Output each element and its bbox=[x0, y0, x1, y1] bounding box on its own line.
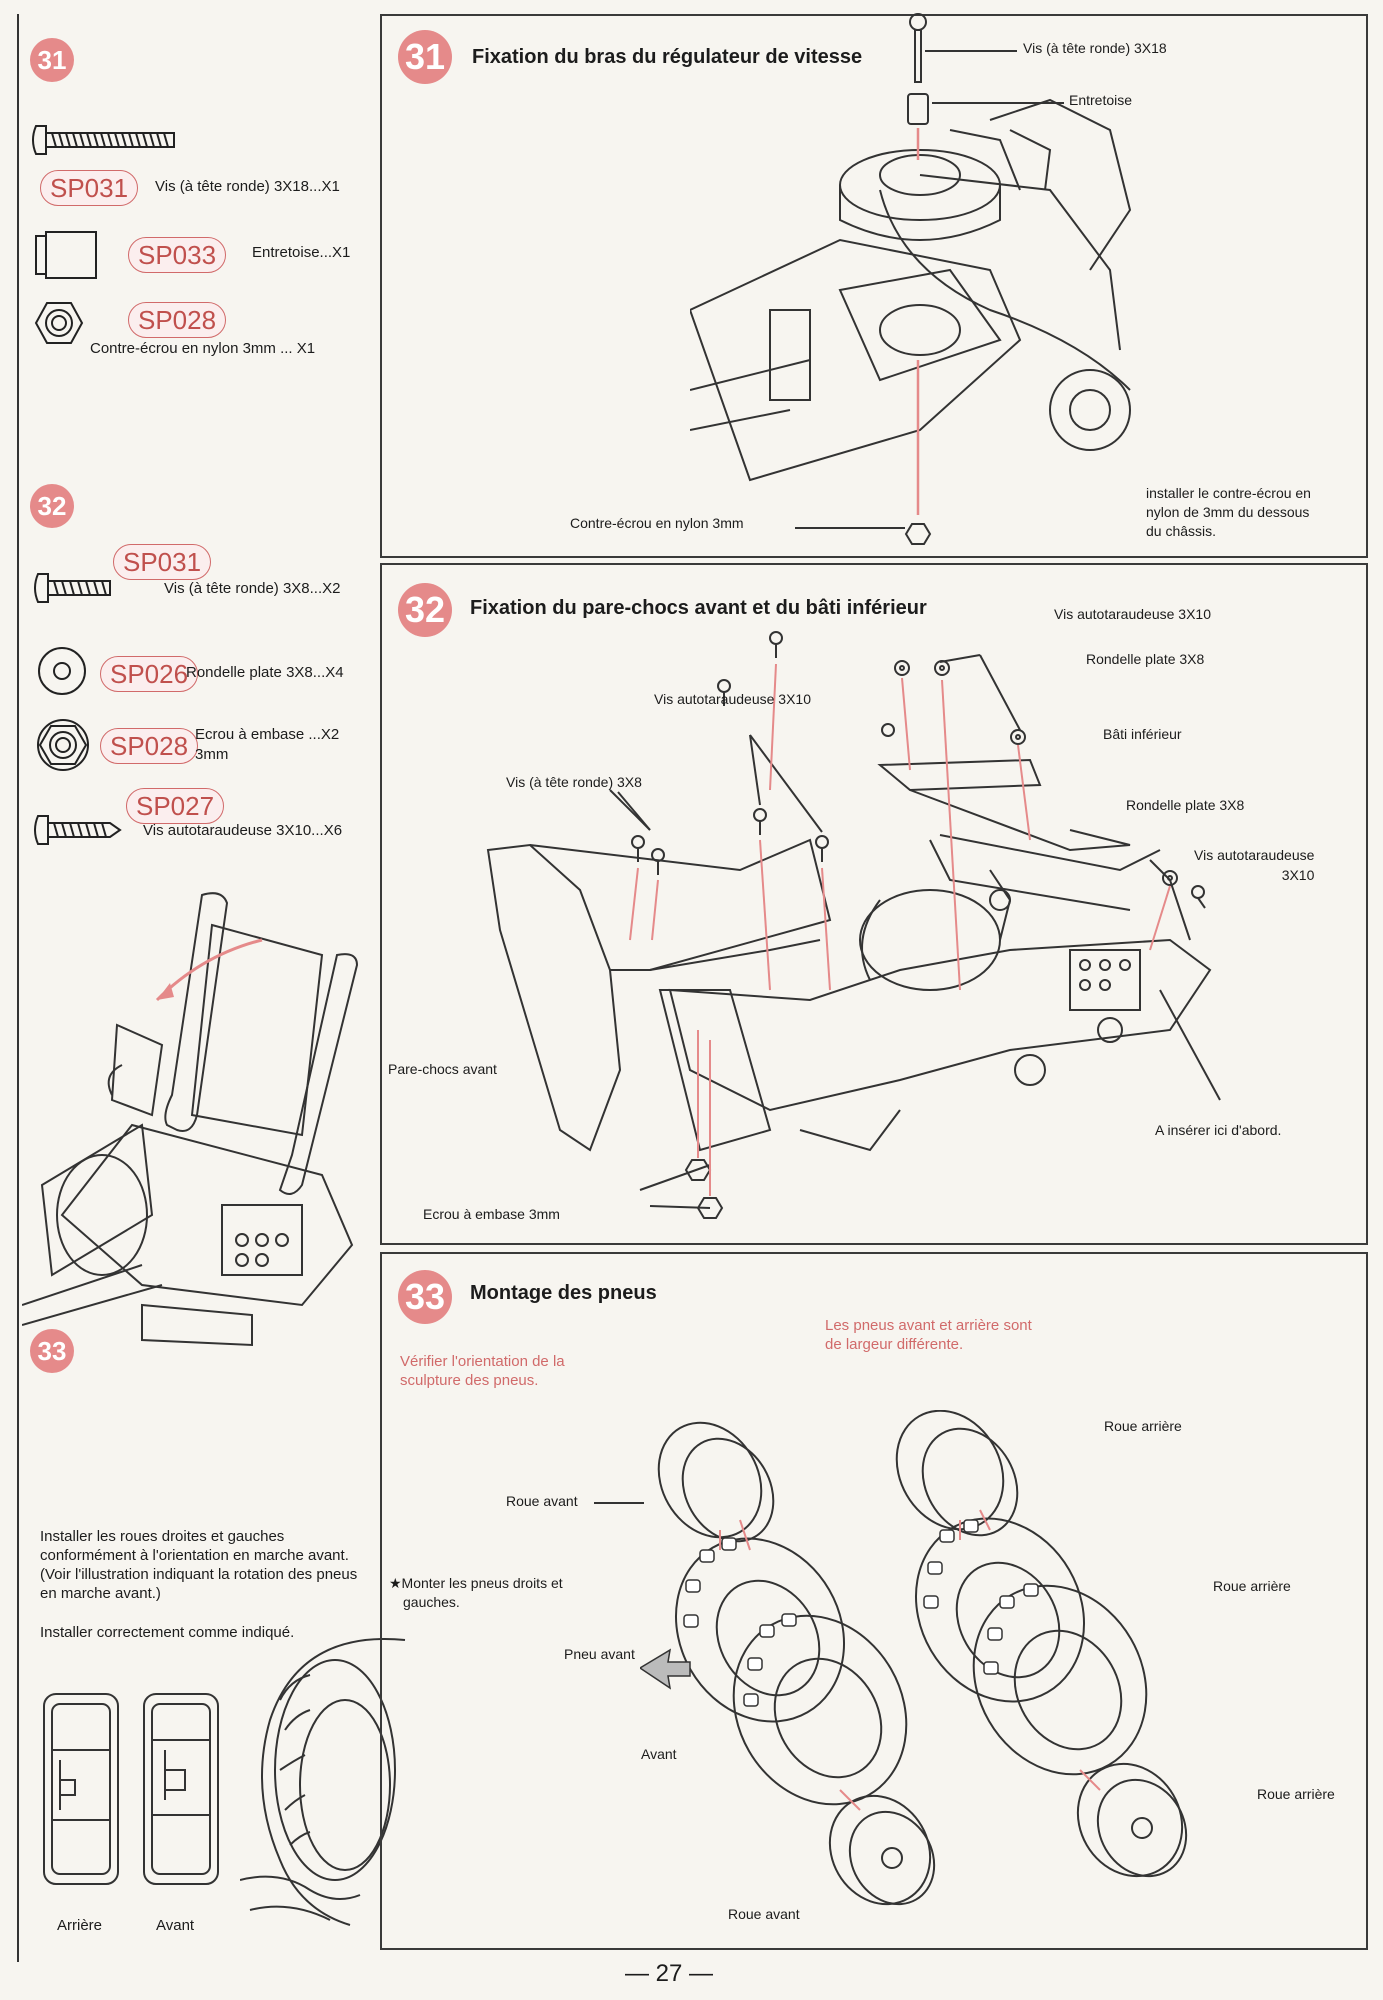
tire-assembly-illustration bbox=[640, 1410, 1188, 1906]
tapping-screw-icon bbox=[34, 815, 122, 845]
round-screw-long-icon bbox=[32, 125, 175, 155]
instruction-text: Installer correctement comme indiqué. bbox=[40, 1624, 295, 1641]
flange-nut-icon bbox=[37, 719, 89, 771]
part-code-sp028: SP028 bbox=[128, 302, 227, 338]
hand-mounting-tire-illustration bbox=[240, 1638, 406, 1926]
callout-bumper: Pare-chocs avant bbox=[388, 1061, 497, 1077]
sidebar-divider bbox=[17, 14, 19, 1962]
part-desc-unit: 3mm bbox=[195, 746, 229, 763]
leader-line bbox=[594, 1502, 644, 1504]
round-screw-short-icon bbox=[34, 573, 111, 603]
callout-flange-nut: Ecrou à embase 3mm bbox=[423, 1206, 560, 1222]
callout-front-wheel: Roue avant bbox=[506, 1493, 578, 1509]
note-tread-orientation: Vérifier l'orientation de la sculpture d… bbox=[400, 1352, 565, 1390]
instruction-text: Installer les roues droites et gauches c… bbox=[40, 1528, 358, 1602]
callout-rear-wheel: Roue arrière bbox=[1104, 1418, 1182, 1434]
step-title: Montage des pneus bbox=[470, 1282, 657, 1304]
callout-lower-frame: Bâti inférieur bbox=[1103, 726, 1182, 742]
part-code-sp031: SP031 bbox=[40, 170, 139, 206]
part-code-sp033: SP033 bbox=[128, 237, 227, 273]
part-desc: Vis (à tête ronde) 3X18...X1 bbox=[155, 178, 340, 195]
callout-washer: Rondelle plate 3X8 bbox=[1086, 651, 1205, 667]
step-title: Fixation du bras du régulateur de vitess… bbox=[472, 46, 863, 68]
callout-line: 3X10 bbox=[1281, 867, 1315, 883]
leader-line bbox=[795, 527, 905, 529]
step-badge-32: 32 bbox=[30, 484, 74, 528]
callout-tap-screw-right: Vis autotaraudeuse 3X10 bbox=[1194, 845, 1314, 885]
callout-rear-wheel: Roue arrière bbox=[1213, 1578, 1291, 1594]
callout-front-wheel: Roue avant bbox=[728, 1906, 800, 1922]
leader-line bbox=[932, 102, 1064, 104]
speed-controller-arm-illustration bbox=[690, 13, 1132, 545]
step-title: Fixation du pare-chocs avant et du bâti … bbox=[470, 597, 927, 619]
chassis-detail-illustration bbox=[22, 892, 359, 1347]
note-tire-width: Les pneus avant et arrière sont de large… bbox=[825, 1316, 1032, 1354]
note-line: Vérifier l'orientation de la bbox=[400, 1353, 565, 1370]
part-desc: Ecrou à embase ...X2 bbox=[195, 726, 340, 743]
note-mount-tires: ★Monter les pneus droits et gauches. bbox=[389, 1574, 563, 1612]
callout-rear-wheel: Roue arrière bbox=[1257, 1786, 1335, 1802]
note-line: Les pneus avant et arrière sont bbox=[825, 1317, 1032, 1334]
callout-nut: Contre-écrou en nylon 3mm bbox=[570, 515, 744, 531]
note-line: sculpture des pneus. bbox=[400, 1372, 539, 1389]
rim-orientation-diagram bbox=[43, 1693, 219, 1885]
rim-label-rear: Arrière bbox=[57, 1917, 103, 1934]
callout-round-screw: Vis (à tête ronde) 3X8 bbox=[506, 774, 642, 790]
bumper-and-lower-frame-illustration bbox=[486, 631, 1221, 1219]
callout-washer: Rondelle plate 3X8 bbox=[1126, 797, 1245, 813]
step-badge-33: 33 bbox=[30, 1329, 74, 1373]
callout-front-tire: Pneu avant bbox=[564, 1646, 635, 1662]
page-number: — 27 — bbox=[625, 1960, 714, 1987]
rim-label-front: Avant bbox=[156, 1917, 195, 1934]
note-line: de largeur différente. bbox=[825, 1336, 964, 1353]
part-desc: Contre-écrou en nylon 3mm ... X1 bbox=[90, 340, 316, 357]
part-desc: Entretoise...X1 bbox=[252, 244, 351, 261]
note-line: gauches. bbox=[403, 1594, 460, 1610]
part-code-sp026: SP026 bbox=[100, 656, 199, 692]
note-line: du châssis. bbox=[1146, 523, 1217, 539]
part-desc: Vis autotaraudeuse 3X10...X6 bbox=[143, 822, 343, 839]
nylon-nut-icon bbox=[34, 302, 84, 344]
step-badge-31: 31 bbox=[30, 38, 74, 82]
spacer-icon bbox=[35, 231, 97, 279]
callout-line: Vis autotaraudeuse bbox=[1194, 847, 1315, 863]
callout-tap-screw: Vis autotaraudeuse 3X10 bbox=[654, 691, 811, 707]
note-line: installer le contre-écrou en bbox=[1146, 485, 1311, 501]
callout-screw: Vis (à tête ronde) 3X18 bbox=[1023, 40, 1167, 56]
step-32-panel bbox=[380, 563, 1368, 1245]
step-33-panel bbox=[380, 1252, 1368, 1950]
forward-direction-label: Avant bbox=[641, 1746, 677, 1762]
step-badge-32: 32 bbox=[398, 583, 452, 637]
note-line: nylon de 3mm du dessous bbox=[1146, 504, 1310, 520]
step-31-panel bbox=[380, 14, 1368, 558]
callout-spacer: Entretoise bbox=[1069, 92, 1133, 108]
part-desc: Rondelle plate 3X8...X4 bbox=[186, 664, 344, 681]
callout-insert-first: A insérer ici d'abord. bbox=[1155, 1122, 1282, 1138]
note-line: ★Monter les pneus droits et bbox=[389, 1575, 563, 1591]
step-badge-33: 33 bbox=[398, 1270, 452, 1324]
part-code-sp028: SP028 bbox=[100, 728, 199, 764]
part-code-sp031: SP031 bbox=[113, 544, 212, 580]
callout-tap-screw: Vis autotaraudeuse 3X10 bbox=[1054, 606, 1211, 622]
note-text: installer le contre-écrou en nylon de 3m… bbox=[1146, 484, 1311, 541]
leader-line bbox=[925, 50, 1017, 52]
part-code-sp027: SP027 bbox=[126, 788, 225, 824]
part-desc: Vis (à tête ronde) 3X8...X2 bbox=[164, 580, 341, 597]
flat-washer-icon bbox=[38, 647, 86, 695]
step-badge-31: 31 bbox=[398, 30, 452, 84]
